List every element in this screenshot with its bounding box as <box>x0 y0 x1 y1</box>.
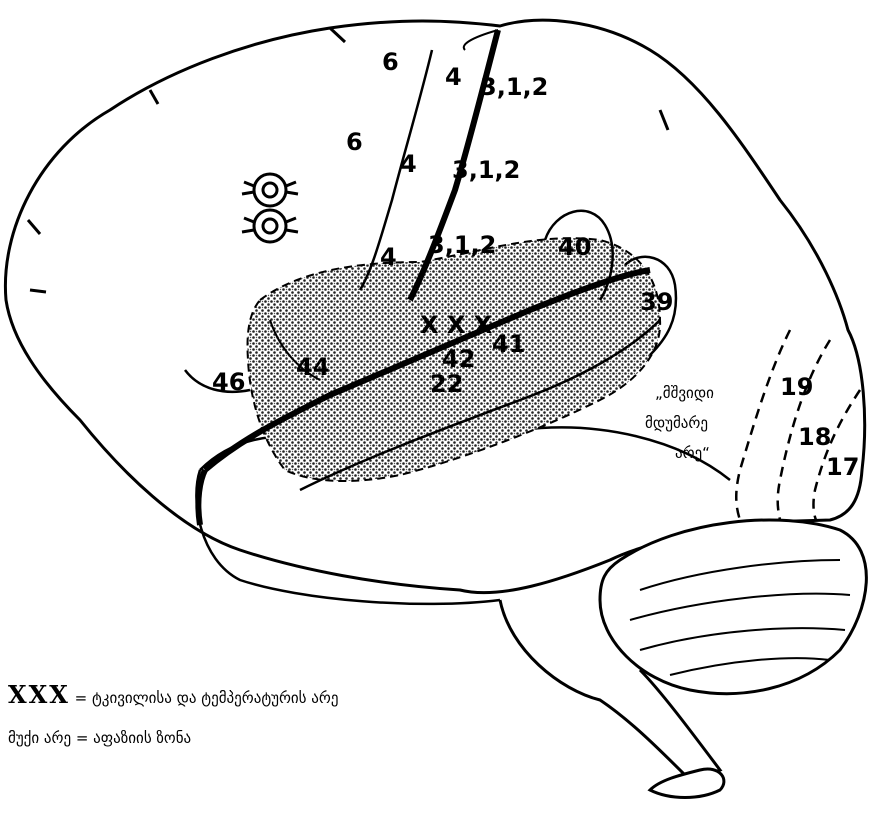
cerebellum <box>600 520 866 694</box>
area-6-mid: 6 <box>346 128 363 156</box>
area-19: 19 <box>780 373 813 401</box>
area-4-mid: 4 <box>400 150 417 178</box>
area-19-boundary <box>736 330 790 520</box>
area-22: 22 <box>430 370 463 398</box>
eye-field-symbol <box>242 174 298 242</box>
area-40: 40 <box>558 233 591 261</box>
legend-xxx-text: = ტკივილისა და ტემპერატურის არე <box>70 689 339 707</box>
area-6-top: 6 <box>382 48 399 76</box>
area-4-low: 4 <box>380 243 397 271</box>
sylvian-start <box>198 470 205 525</box>
area-4-top: 4 <box>445 63 462 91</box>
outline-notch <box>660 110 668 130</box>
area-18: 18 <box>798 423 831 451</box>
outline-notch <box>150 90 158 104</box>
outline-notch <box>30 290 46 292</box>
area-17: 17 <box>826 453 859 481</box>
legend-dark-text: მუქი არე = აფაზიის ზონა <box>8 729 191 747</box>
area-39: 39 <box>640 288 673 316</box>
area-41: 41 <box>492 330 525 358</box>
silent-area-line1: „მშვიდი <box>655 384 714 402</box>
area-46: 46 <box>212 368 245 396</box>
area-312-top: 3,1,2 <box>480 73 548 101</box>
area-xxx: X X X <box>420 311 493 339</box>
area-44: 44 <box>296 353 329 381</box>
legend-xxx-key: XXX <box>8 680 70 709</box>
legend-xxx: XXX = ტკივილისა და ტემპერატურის არე <box>8 680 338 709</box>
silent-area-line3: არე“ <box>675 444 710 462</box>
area-312-low: 3,1,2 <box>428 231 496 259</box>
spinal-cord <box>650 769 724 797</box>
outline-notch <box>330 28 345 42</box>
legend-dark: მუქი არე = აფაზიის ზონა <box>8 728 191 747</box>
area-42: 42 <box>442 345 475 373</box>
silent-area-line2: მდუმარე <box>645 414 708 432</box>
area-312-mid: 3,1,2 <box>452 156 520 184</box>
outline-notch <box>28 220 40 234</box>
